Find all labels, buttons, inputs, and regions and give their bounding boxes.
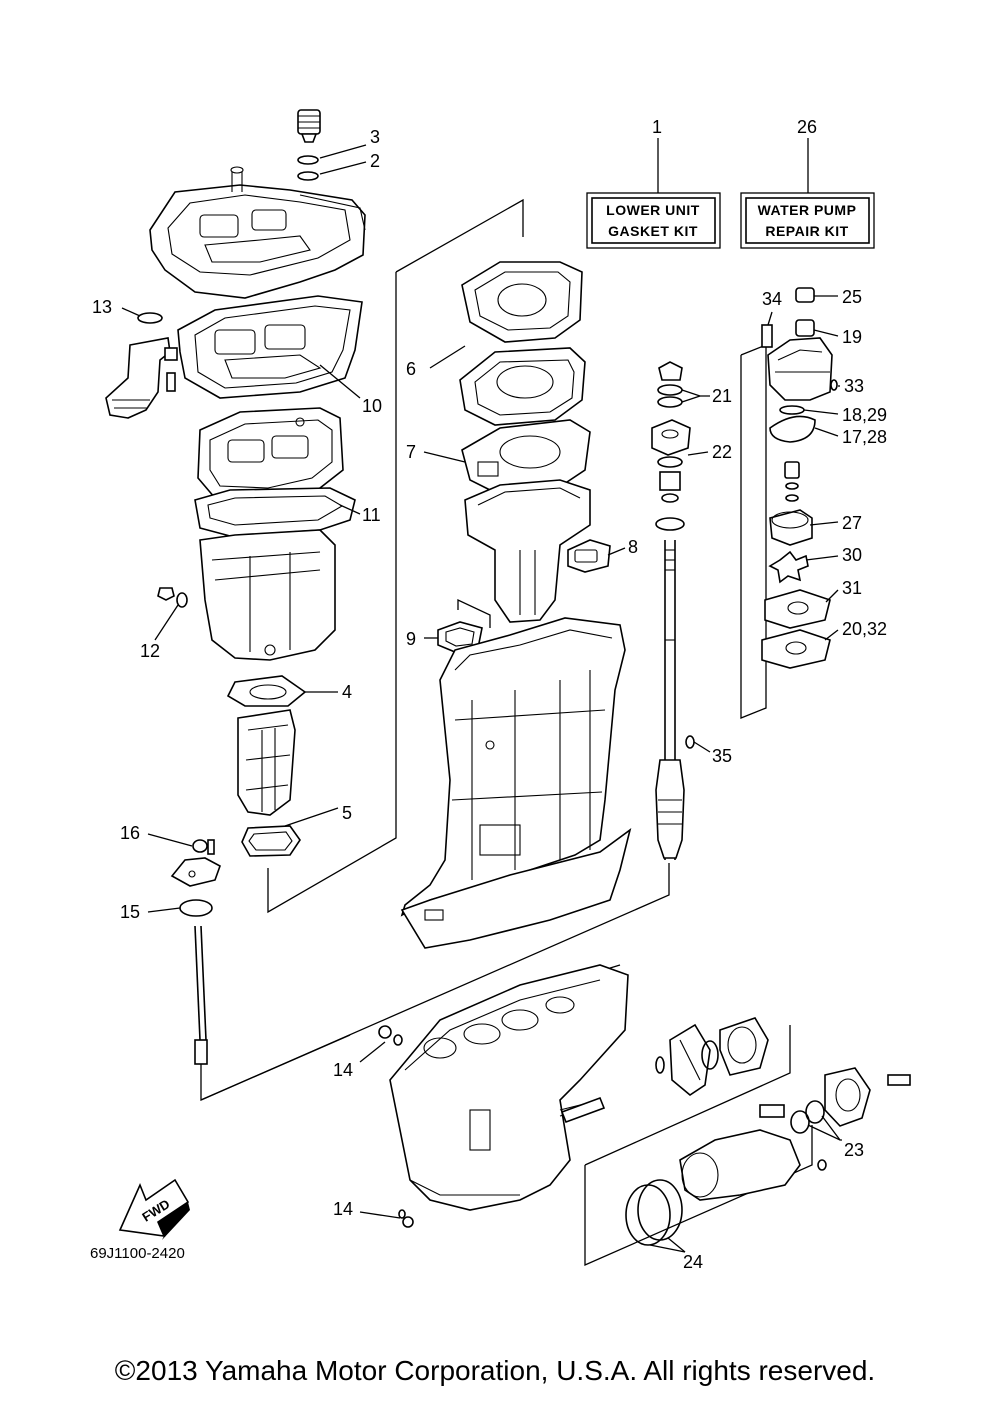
water-pump-housing[interactable] [761, 287, 838, 443]
callout-22: 22 [712, 442, 732, 462]
callout-13: 13 [92, 297, 112, 317]
lower-casing[interactable] [378, 964, 629, 1211]
seal-5[interactable] [241, 825, 301, 857]
exhaust-guide-11[interactable] [194, 407, 356, 537]
callout-30: 30 [842, 545, 862, 565]
callout-18-29: 18,29 [842, 405, 887, 425]
callout-19: 19 [842, 327, 862, 347]
gasket-upper-case[interactable] [459, 347, 586, 426]
shaft-stub[interactable] [398, 1096, 606, 1228]
gasket-4[interactable] [226, 675, 307, 707]
callout-6: 6 [406, 359, 416, 379]
kit-label-line2: GASKET KIT [608, 223, 698, 239]
callout-27: 27 [842, 513, 862, 533]
muffler-housing[interactable] [199, 529, 336, 661]
gasket-7[interactable] [461, 419, 591, 496]
propeller-shaft-housing[interactable] [679, 1067, 911, 1201]
water-pump-internals[interactable] [761, 461, 831, 669]
callout-25: 25 [842, 287, 862, 307]
leader-lines [121, 144, 842, 1253]
kit-number-lower-unit: 1 [652, 117, 662, 137]
gasket-10[interactable] [177, 295, 363, 399]
copyright: ©2013 Yamaha Motor Corporation, U.S.A. A… [115, 1355, 875, 1386]
diagram-number: 69J1100-2420 [90, 1245, 185, 1262]
callout-17-28: 17,28 [842, 427, 887, 447]
callout-24: 24 [683, 1252, 703, 1272]
plate-16[interactable] [170, 839, 221, 887]
orings-24[interactable] [625, 1179, 683, 1246]
kit-label-line1: WATER PUMP [758, 202, 857, 218]
exhaust-tube[interactable] [237, 709, 296, 816]
callout-34: 34 [762, 289, 782, 309]
callout-33: 33 [844, 376, 864, 396]
oring-2[interactable] [297, 155, 319, 165]
callout-5: 5 [342, 803, 352, 823]
callout-14b: 14 [333, 1199, 353, 1219]
drive-shaft[interactable] [655, 540, 695, 860]
callout-2: 2 [370, 151, 380, 171]
callout-31: 31 [842, 578, 862, 598]
callout-8: 8 [628, 537, 638, 557]
oring-2b[interactable] [297, 171, 319, 181]
callout-14a: 14 [333, 1060, 353, 1080]
drive-shaft-parts[interactable] [651, 361, 691, 531]
gasket-6[interactable] [461, 261, 583, 343]
callout-16: 16 [120, 823, 140, 843]
forward-arrow-icon: FWD [118, 1178, 190, 1240]
forward-gear[interactable] [655, 1017, 769, 1096]
callout-10: 10 [362, 396, 382, 416]
callout-7: 7 [406, 442, 416, 462]
oring-15[interactable] [179, 899, 213, 917]
shift-rod[interactable] [194, 925, 208, 1065]
kit-box-lower-unit-gasket[interactable]: 1 LOWER UNIT GASKET KIT [586, 117, 721, 249]
callout-35: 35 [712, 746, 732, 766]
callout-23: 23 [844, 1140, 864, 1160]
group-brackets [200, 198, 813, 1266]
upper-case-upper[interactable] [464, 479, 591, 623]
drain-plug-3[interactable] [297, 109, 321, 143]
mount-8[interactable] [567, 539, 611, 573]
callout-15: 15 [120, 902, 140, 922]
oil-pan-upper[interactable] [149, 166, 366, 299]
callout-12: 12 [140, 641, 160, 661]
kit-label-line2: REPAIR KIT [765, 223, 848, 239]
callout-4: 4 [342, 682, 352, 702]
kit-number-water-pump: 26 [797, 117, 817, 137]
upper-casing-base[interactable] [400, 828, 632, 949]
callout-20-32: 20,32 [842, 619, 887, 639]
callout-9: 9 [406, 629, 416, 649]
seal-9[interactable] [437, 598, 491, 653]
callout-11: 11 [362, 505, 381, 525]
callout-3: 3 [370, 127, 380, 147]
kit-label-line1: LOWER UNIT [606, 202, 700, 218]
kit-box-water-pump-repair[interactable]: 26 WATER PUMP REPAIR KIT [740, 117, 875, 249]
bolt-12[interactable] [157, 587, 188, 608]
oil-strainer-13[interactable] [105, 312, 178, 419]
callout-21: 21 [712, 386, 732, 406]
callouts: 3 2 13 10 6 7 11 8 9 12 4 5 16 15 14 14 … [92, 127, 887, 1272]
upper-casing[interactable] [400, 617, 626, 917]
